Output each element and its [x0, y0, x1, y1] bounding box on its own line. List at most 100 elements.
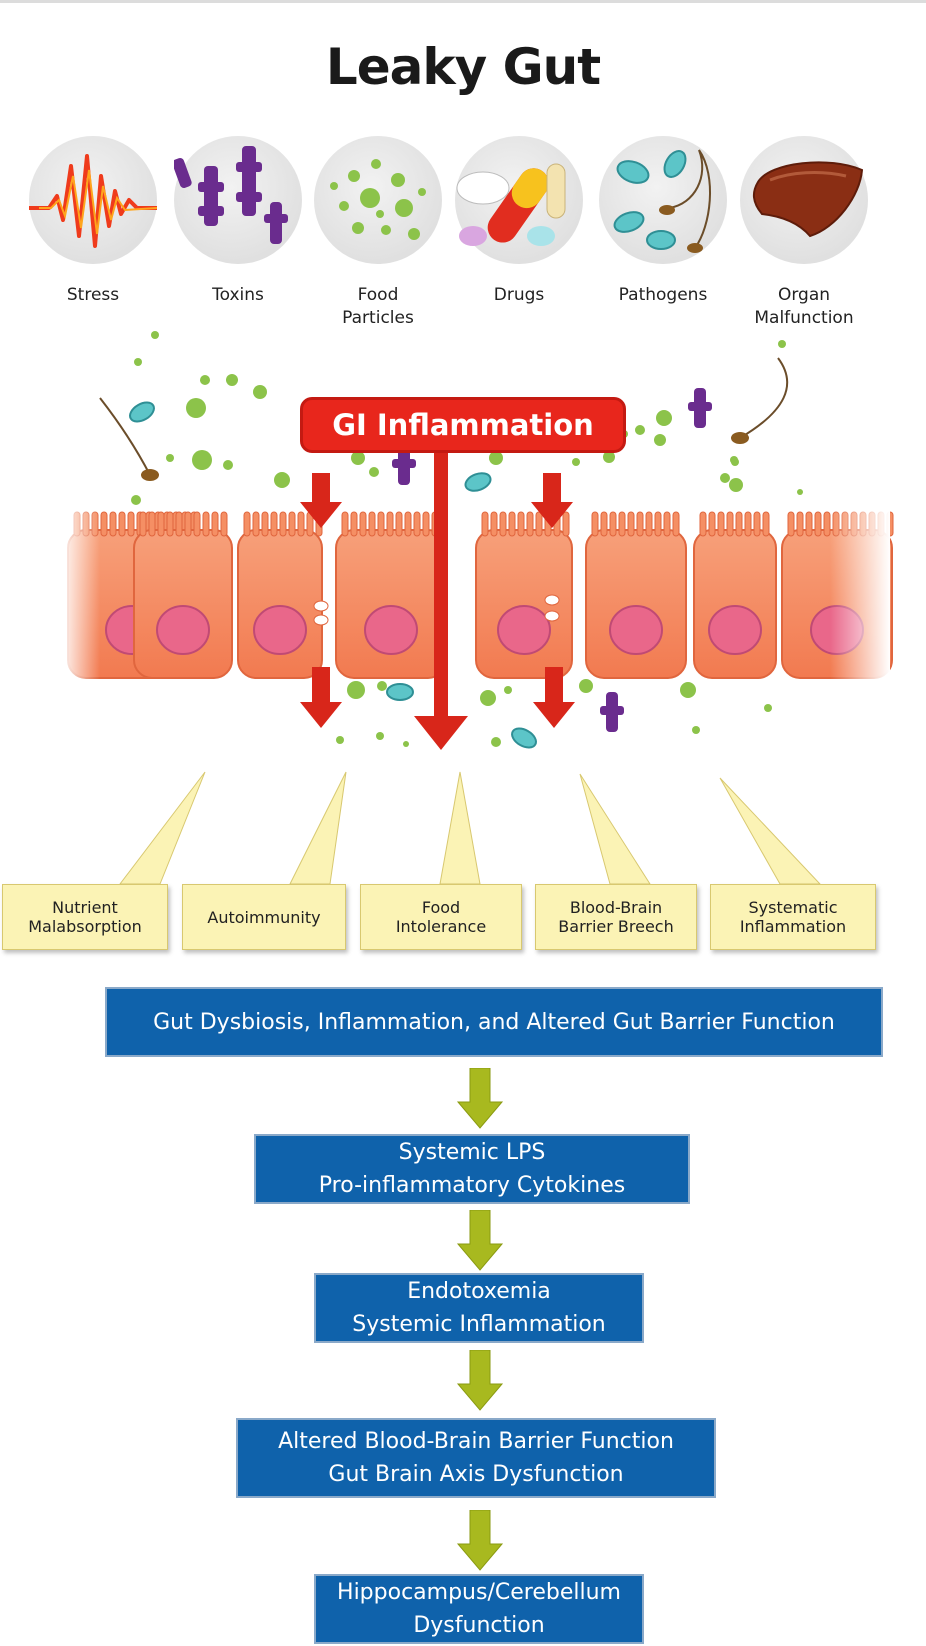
cause-label-line: Malfunction [754, 308, 854, 328]
food-particle [797, 489, 803, 495]
cell-nucleus [156, 605, 210, 655]
outcome-label-line: Barrier Breech [558, 917, 674, 936]
epithelial-cell [335, 511, 448, 679]
gut-lining-illustration [60, 331, 894, 750]
cause-label-5: Pathogens [588, 284, 738, 307]
cell-nucleus [497, 605, 551, 655]
cause-label-line: Pathogens [618, 285, 708, 305]
flow-arrow-1 [456, 1068, 504, 1129]
epithelial-cell [693, 511, 777, 679]
outcome-label-line: Intolerance [395, 917, 487, 936]
food-particle [656, 410, 672, 426]
cell-nucleus [609, 605, 663, 655]
food-particle [186, 398, 206, 418]
flagellum [99, 397, 151, 476]
food-particle [131, 495, 141, 505]
inflammation-arrows [300, 450, 575, 750]
flow-step-line: Pro-inflammatory Cytokines [318, 1173, 626, 1198]
cell-nucleus [253, 605, 307, 655]
cause-label-2: Toxins [163, 284, 313, 307]
food-particle [729, 478, 743, 492]
food-particle [336, 736, 344, 744]
food-particle [351, 451, 365, 465]
callout-pointer-1 [118, 771, 206, 885]
flow-step-line: Systemic Inflammation [352, 1312, 606, 1337]
food-particle [730, 456, 738, 464]
cell-nucleus [708, 605, 762, 655]
food-particle [692, 726, 700, 734]
food-particle [253, 385, 267, 399]
food-particle [274, 472, 290, 488]
flow-step-2: Systemic LPS Pro-inflammatory Cytokines [254, 1134, 690, 1204]
epithelial-cell [237, 511, 323, 679]
food-particle [504, 686, 512, 694]
particles [99, 331, 803, 749]
outcome-label-line: Autoimmunity [207, 907, 321, 927]
pathogen [386, 683, 414, 701]
pathogen-body [141, 469, 159, 481]
flow-arrow-4 [456, 1510, 504, 1571]
tight-junction-gap [544, 610, 560, 622]
pathogen [511, 727, 537, 749]
outcome-label-line: Blood-Brain [569, 898, 663, 917]
cause-label-4: Drugs [444, 284, 594, 307]
toxins-icon [172, 136, 302, 264]
diagram-title: Leaky Gut [325, 38, 601, 96]
food-particle [480, 690, 496, 706]
red-arrow-down-4 [533, 667, 575, 728]
food-particle [192, 450, 212, 470]
callout-pointer-5 [719, 777, 822, 885]
food-particle [680, 682, 696, 698]
food-particle [166, 454, 174, 462]
outcome-label-line: Inflammation [739, 917, 847, 936]
toxin-molecule [688, 388, 712, 428]
pathogen [464, 472, 492, 492]
food-particle [764, 704, 772, 712]
flow-step-line: Systemic LPS [398, 1140, 546, 1165]
epithelial-cell [475, 511, 573, 679]
food-particle [778, 340, 786, 348]
cell-nucleus [364, 605, 418, 655]
food-particle [369, 467, 379, 477]
flow-step-1: Gut Dysbiosis, Inflammation, and Altered… [105, 987, 883, 1057]
food-particle [635, 425, 645, 435]
cause-label-line: Stress [66, 285, 120, 305]
food-particle [489, 451, 503, 465]
red-arrow-down-2 [531, 473, 573, 528]
food-particle [223, 460, 233, 470]
cause-label-line: Drugs [493, 285, 545, 305]
outcome-label-line: Food [421, 898, 461, 917]
cause-label-1: Stress [18, 284, 168, 307]
flow-step-line: Altered Blood-Brain Barrier Function [278, 1429, 674, 1454]
drugs-icon [455, 136, 583, 264]
epithelial-cells [67, 511, 894, 679]
stress-icon [29, 136, 158, 264]
tight-junction-gap [313, 614, 329, 626]
toxin-molecule [392, 445, 416, 485]
food-particle [403, 741, 409, 747]
pathogen-body [731, 432, 749, 444]
top-border [0, 0, 926, 3]
callout-pointer-2 [289, 771, 347, 885]
food-particle [491, 737, 501, 747]
flow-step-line: Gut Dysbiosis, Inflammation, and Altered… [153, 1009, 835, 1035]
flow-arrow-2 [456, 1210, 504, 1271]
callout-pointer-3 [439, 771, 481, 885]
food-particles-icon [314, 136, 442, 264]
food-particle [134, 358, 142, 366]
cause-label-line: Food [357, 285, 399, 305]
outcome-label-line: Systematic [748, 898, 838, 917]
food-particle [151, 331, 159, 339]
food-particle [603, 451, 615, 463]
cause-label-line: Toxins [212, 285, 264, 305]
flow-step-line: Gut Brain Axis Dysfunction [328, 1462, 624, 1487]
flow-step-line: Endotoxemia [407, 1279, 551, 1304]
outcome-label-line: Nutrient [52, 898, 118, 917]
